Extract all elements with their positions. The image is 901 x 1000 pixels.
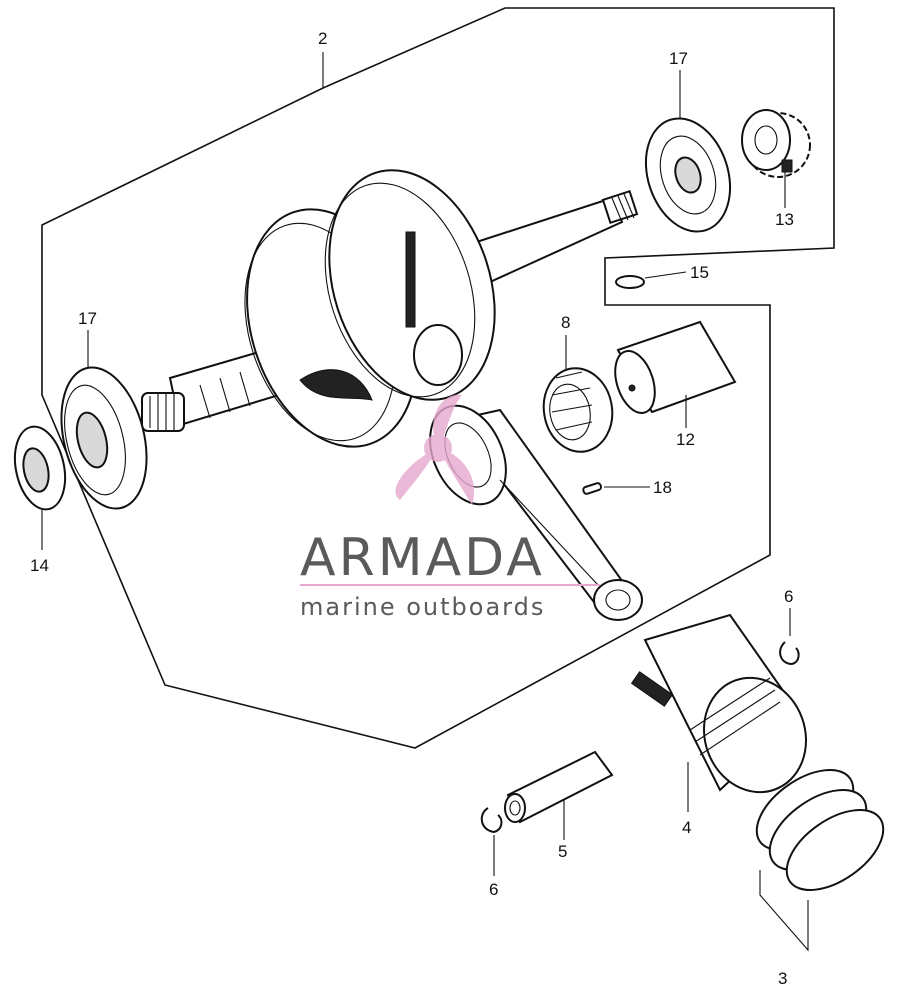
label-2: 2 (318, 29, 327, 48)
label-8: 8 (561, 313, 570, 332)
assembly-outline (41, 7, 835, 749)
piston (630, 613, 808, 794)
pin-clip-left (480, 807, 503, 834)
drive-sprocket (741, 109, 811, 178)
leader-15 (644, 271, 687, 279)
label-6-right: 6 (784, 587, 793, 606)
label-15: 15 (690, 263, 709, 282)
label-5: 5 (558, 842, 567, 861)
connecting-rod (429, 404, 643, 621)
label-18: 18 (653, 478, 672, 497)
label-17-right: 17 (669, 49, 688, 68)
label-12: 12 (676, 430, 695, 449)
pin (582, 482, 603, 495)
bearing-right (644, 117, 732, 233)
label-17-left: 17 (78, 309, 97, 328)
flywheel-right (324, 169, 496, 401)
watermark-logo-icon (395, 394, 475, 505)
label-13: 13 (775, 210, 794, 229)
watermark-tagline: marine outboards (300, 593, 545, 621)
label-14: 14 (30, 556, 49, 575)
piston-pin (504, 750, 614, 824)
crankshaft-oil-seal (13, 425, 67, 511)
needle-bearing (542, 367, 614, 453)
crank-pin (614, 320, 737, 414)
label-6-left: 6 (489, 880, 498, 899)
bearing-left (60, 366, 148, 510)
watermark: ARMADA marine outboards (300, 394, 600, 621)
piston-rings (755, 769, 885, 891)
label-4: 4 (682, 818, 691, 837)
watermark-brand: ARMADA (300, 528, 545, 588)
label-3: 3 (778, 969, 787, 988)
pin-clip-right (779, 641, 800, 666)
leader-3 (759, 870, 809, 952)
woodruff-key (615, 275, 645, 289)
